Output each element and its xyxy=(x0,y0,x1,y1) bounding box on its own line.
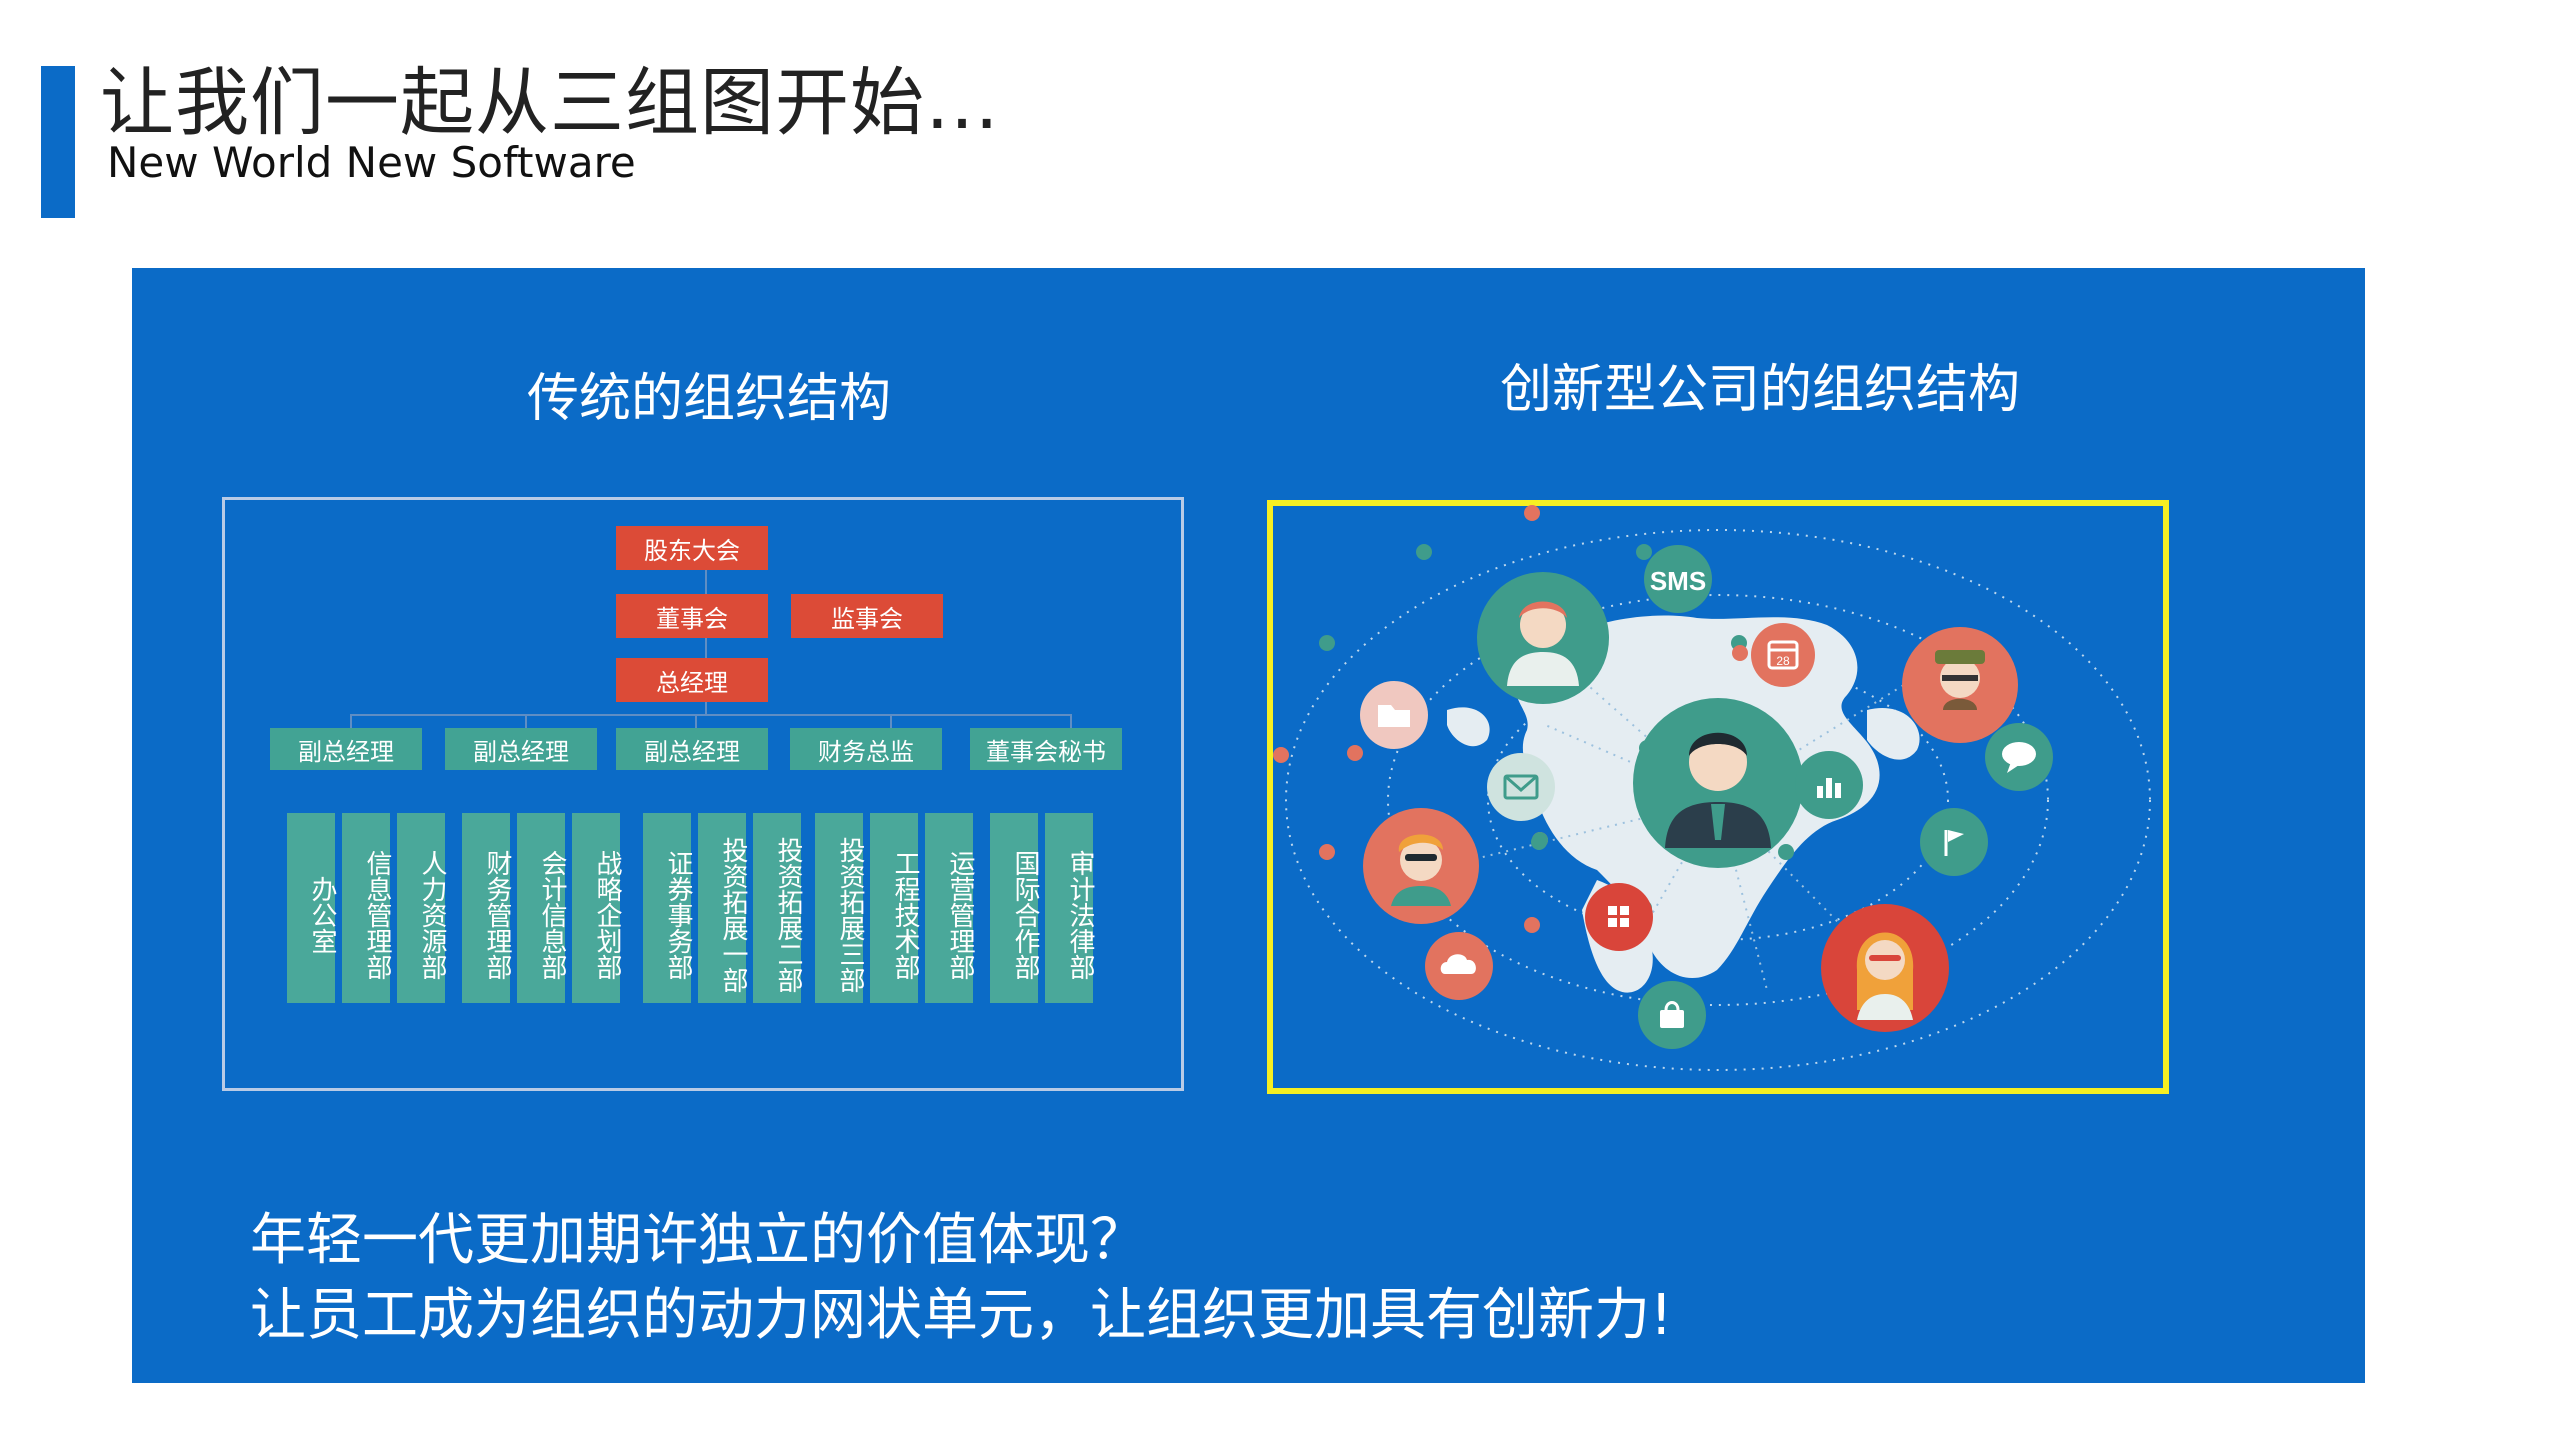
supervisory-board-box: 监事会 xyxy=(791,594,943,638)
connector-line xyxy=(890,714,892,728)
person-icon xyxy=(1633,698,1803,868)
grid-icon xyxy=(1585,883,1653,951)
content-panel: 传统的组织结构 创新型公司的组织结构 股东大会 董事会 监事会 总经理 副总经理… xyxy=(132,268,2365,1383)
department-column: 国际合作部 xyxy=(990,813,1040,1003)
manager-box: 财务总监 xyxy=(790,728,942,770)
chart-icon xyxy=(1795,751,1863,819)
slide-title: 让我们一起从三组图开始… xyxy=(100,60,1000,146)
department-column: 战略企划部 xyxy=(572,813,622,1003)
folder-icon xyxy=(1360,681,1428,749)
person-icon xyxy=(1477,572,1609,704)
bag-icon xyxy=(1638,981,1706,1049)
cloud-icon xyxy=(1425,932,1493,1000)
bottom-line-2: 让员工成为组织的动力网状单元，让组织更加具有创新力! xyxy=(250,1283,1673,1348)
department-column: 工程技术部 xyxy=(870,813,920,1003)
connector-line xyxy=(705,638,707,658)
department-column: 财务管理部 xyxy=(462,813,512,1003)
department-column: 审计法律部 xyxy=(1045,813,1095,1003)
manager-box: 董事会秘书 xyxy=(970,728,1122,770)
calendar-day: 28 xyxy=(1776,654,1790,668)
org-chart-frame: 股东大会 董事会 监事会 总经理 副总经理 副总经理 副总经理 财务总监 董事会… xyxy=(222,497,1184,1091)
chat-icon xyxy=(1985,723,2053,791)
person-icon xyxy=(1902,627,2018,743)
connector-line xyxy=(705,702,707,716)
slide-subtitle: New World New Software xyxy=(107,138,636,187)
sms-label: SMS xyxy=(1650,566,1706,596)
manager-box: 副总经理 xyxy=(445,728,597,770)
orbit-rings xyxy=(1285,529,2151,1071)
calendar-icon: 28 xyxy=(1751,623,1815,687)
department-column: 人力资源部 xyxy=(397,813,447,1003)
title-accent-bar xyxy=(41,66,75,218)
flag-icon xyxy=(1920,808,1988,876)
bottom-line-1: 年轻一代更加期许独立的价值体现？ xyxy=(250,1208,1146,1273)
department-column: 信息管理部 xyxy=(342,813,392,1003)
department-column: 投资拓展二部 xyxy=(753,813,803,1003)
traditional-structure-heading: 传统的组织结构 xyxy=(527,369,892,429)
general-manager-box: 总经理 xyxy=(616,658,768,702)
board-box: 董事会 xyxy=(616,594,768,638)
connector-line xyxy=(525,714,527,728)
department-column: 办公室 xyxy=(287,813,337,1003)
innovative-structure-heading: 创新型公司的组织结构 xyxy=(1500,360,2021,420)
connector-line xyxy=(350,714,1071,716)
person-icon xyxy=(1821,904,1949,1032)
connector-line xyxy=(705,570,707,594)
manager-box: 副总经理 xyxy=(270,728,422,770)
mail-icon xyxy=(1487,753,1555,821)
highlight-frame xyxy=(1267,500,2169,1094)
department-column: 运营管理部 xyxy=(925,813,975,1003)
shareholders-box: 股东大会 xyxy=(616,526,768,570)
person-icon xyxy=(1363,808,1479,924)
department-column: 投资拓展一部 xyxy=(698,813,748,1003)
connector-line xyxy=(695,714,697,728)
network-illustration: SMS 28 xyxy=(1267,500,2169,1094)
department-column: 证券事务部 xyxy=(643,813,693,1003)
connector-line xyxy=(1070,714,1072,728)
department-column: 投资拓展三部 xyxy=(815,813,865,1003)
department-column: 会计信息部 xyxy=(517,813,567,1003)
connector-line xyxy=(350,714,352,728)
sms-icon: SMS xyxy=(1644,545,1712,613)
manager-box: 副总经理 xyxy=(616,728,768,770)
